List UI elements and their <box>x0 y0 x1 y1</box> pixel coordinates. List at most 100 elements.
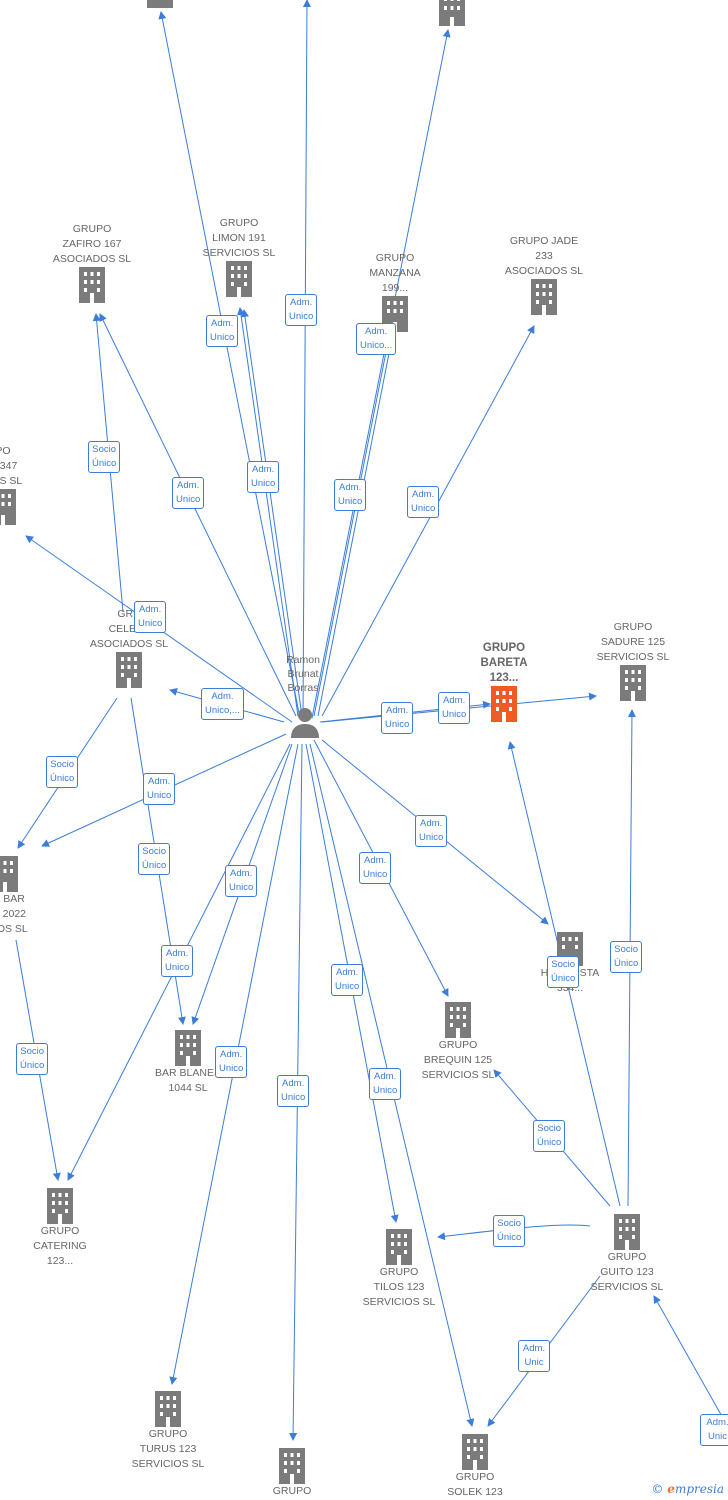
edge-label[interactable]: Adm. Unico <box>369 1068 402 1100</box>
building-icon <box>0 489 16 525</box>
company-node-manzana[interactable]: GRUPO MANZANA 199... <box>340 251 450 332</box>
company-node-top-left[interactable] <box>105 0 215 8</box>
company-node-guito[interactable]: GRUPO GUITO 123 SERVICIOS SL <box>572 1214 682 1295</box>
building-icon <box>226 261 252 297</box>
company-label: BAR BLANES 1044 SL <box>155 1067 221 1094</box>
company-label: PO BAR ON 2022 ADOS SL <box>0 893 28 935</box>
edge-limon-a <box>237 307 299 717</box>
edge-label[interactable]: Adm. Unico <box>331 964 364 996</box>
company-node-barblanes[interactable]: BAR BLANES 1044 SL <box>133 1030 243 1096</box>
edge-label[interactable]: Socio Único <box>88 441 121 473</box>
edge-right-guito <box>653 1295 725 1421</box>
company-node-tilos[interactable]: GRUPO TILOS 123 SERVICIOS SL <box>344 1229 454 1310</box>
company-label: GRUPO SOLEK 123 <box>447 1471 503 1498</box>
edge-label[interactable]: Adm. Unico <box>215 1046 248 1078</box>
building-icon <box>116 652 142 688</box>
building-icon <box>175 1030 201 1066</box>
building-icon <box>386 1229 412 1265</box>
company-label: GRU CELEST ASOCIADOS SL <box>89 608 169 650</box>
building-icon <box>155 1391 181 1427</box>
brand-e: e <box>667 1482 675 1496</box>
person-name-label: Ramon Brunat Borras <box>286 654 320 694</box>
company-node-catering[interactable]: GRUPO CATERING 123... <box>5 1188 115 1269</box>
company-label: PO O 347 DOS SL <box>0 445 23 487</box>
edge-label[interactable]: Adm. Unico <box>438 692 471 724</box>
empresia-logo[interactable]: © empresia <box>651 1482 724 1496</box>
edge-label[interactable]: Adm. Unic <box>700 1414 728 1446</box>
edge-label[interactable]: Socio Único <box>46 756 79 788</box>
company-node-grupo-bottom[interactable]: GRUPO <box>237 1448 347 1499</box>
company-label: GRUPO <box>272 1485 312 1497</box>
edge-label[interactable]: Adm. Unico <box>225 865 258 897</box>
building-icon <box>614 1214 640 1250</box>
building-icon <box>445 1002 471 1038</box>
company-node-celeste[interactable]: GRU CELEST ASOCIADOS SL <box>74 607 184 688</box>
company-label: GRUPO TURUS 123 SERVICIOS SL <box>131 1428 205 1470</box>
company-label: GRUPO ZAFIRO 167 ASOCIADOS SL <box>52 223 132 265</box>
building-icon <box>47 1188 73 1224</box>
edge-label[interactable]: Adm. Unico <box>334 479 367 511</box>
edge-label[interactable]: Adm. Unico <box>247 461 280 493</box>
company-label: GRUPO CATERING 123... <box>33 1225 87 1267</box>
company-node-brequin[interactable]: GRUPO BREQUIN 125 SERVICIOS SL <box>403 1002 513 1083</box>
edge-label[interactable]: Adm. Unico <box>172 477 205 509</box>
edge-manzana-b <box>317 337 395 717</box>
company-node-top-right[interactable] <box>397 0 507 26</box>
edge-top-center <box>302 0 311 719</box>
building-icon-highlighted <box>491 686 517 722</box>
company-node-turus[interactable]: GRUPO TURUS 123 SERVICIOS SL <box>113 1391 223 1472</box>
company-label: GRUPO GUITO 123 SERVICIOS SL <box>590 1251 664 1293</box>
person-icon[interactable] <box>290 706 320 738</box>
edge-label[interactable]: Adm. Unico <box>407 486 440 518</box>
company-label: GRUPO JADE 233 ASOCIADOS SL <box>504 235 584 277</box>
company-node-limon[interactable]: GRUPO LIMON 191 SERVICIOS SL <box>184 216 294 297</box>
edge-top-right <box>311 29 451 719</box>
edge-manzana-a <box>313 341 391 717</box>
company-label: GRUPO MANZANA 199... <box>369 252 421 294</box>
building-icon <box>0 856 18 892</box>
building-icon <box>279 1448 305 1484</box>
edge-label[interactable]: Adm. Unico <box>161 945 194 977</box>
company-node-bar2022[interactable]: PO BAR ON 2022 ADOS SL <box>0 856 60 937</box>
edge-top-left <box>158 11 301 719</box>
edge-label[interactable]: Adm. Unico <box>359 852 392 884</box>
copyright-symbol: © <box>651 1482 664 1496</box>
edge-label[interactable]: Socio Único <box>16 1043 49 1075</box>
edge-label[interactable]: Adm. Unico <box>381 702 414 734</box>
building-icon <box>462 1434 488 1470</box>
edge-jade <box>321 325 535 717</box>
edge-label[interactable]: Socio Único <box>138 843 171 875</box>
company-node-solek[interactable]: GRUPO SOLEK 123 <box>420 1434 530 1500</box>
building-icon <box>620 665 646 701</box>
company-node-sadure[interactable]: GRUPO SADURE 125 SERVICIOS SL <box>578 620 688 701</box>
company-node-bareta[interactable]: GRUPO BARETA 123... <box>449 641 559 722</box>
edge-label[interactable]: Adm. Unico <box>415 815 448 847</box>
brand-name: mpresia <box>674 1482 724 1496</box>
company-node-left347[interactable]: PO O 347 DOS SL <box>0 444 58 525</box>
edge-label[interactable]: Adm. Unico... <box>356 323 397 355</box>
edge-guito-tilos <box>437 1224 591 1241</box>
company-label: GRUPO TILOS 123 SERVICIOS SL <box>362 1266 436 1308</box>
building-icon <box>79 267 105 303</box>
edge-label[interactable]: Adm. Unico <box>277 1075 310 1107</box>
edge-label[interactable]: Adm. Unic <box>518 1340 550 1372</box>
edge-label[interactable]: Adm. Unico <box>285 294 318 326</box>
company-node-jade[interactable]: GRUPO JADE 233 ASOCIADOS SL <box>489 234 599 315</box>
edge-limon-b <box>241 309 303 717</box>
company-label: GRUPO BREQUIN 125 SERVICIOS SL <box>421 1039 495 1081</box>
building-icon <box>439 0 465 26</box>
company-label: GRUPO LIMON 191 SERVICIOS SL <box>202 217 276 259</box>
edge-label[interactable]: Socio Único <box>493 1215 526 1247</box>
edge-label[interactable]: Adm. Unico <box>134 601 167 633</box>
edge-label[interactable]: Socio Único <box>547 956 580 988</box>
company-node-zafiro[interactable]: GRUPO ZAFIRO 167 ASOCIADOS SL <box>37 222 147 303</box>
edge-zafiro <box>99 313 297 717</box>
edge-label[interactable]: Socio Único <box>610 941 643 973</box>
edge-label[interactable]: Socio Único <box>533 1120 566 1152</box>
edge-label[interactable]: Adm. Unico,... <box>201 688 244 720</box>
building-icon <box>531 279 557 315</box>
building-icon <box>147 0 173 8</box>
edge-label[interactable]: Adm. Unico <box>143 773 176 805</box>
edge-label[interactable]: Adm. Unico <box>206 315 239 347</box>
company-label: GRUPO SADURE 125 SERVICIOS SL <box>596 621 670 663</box>
